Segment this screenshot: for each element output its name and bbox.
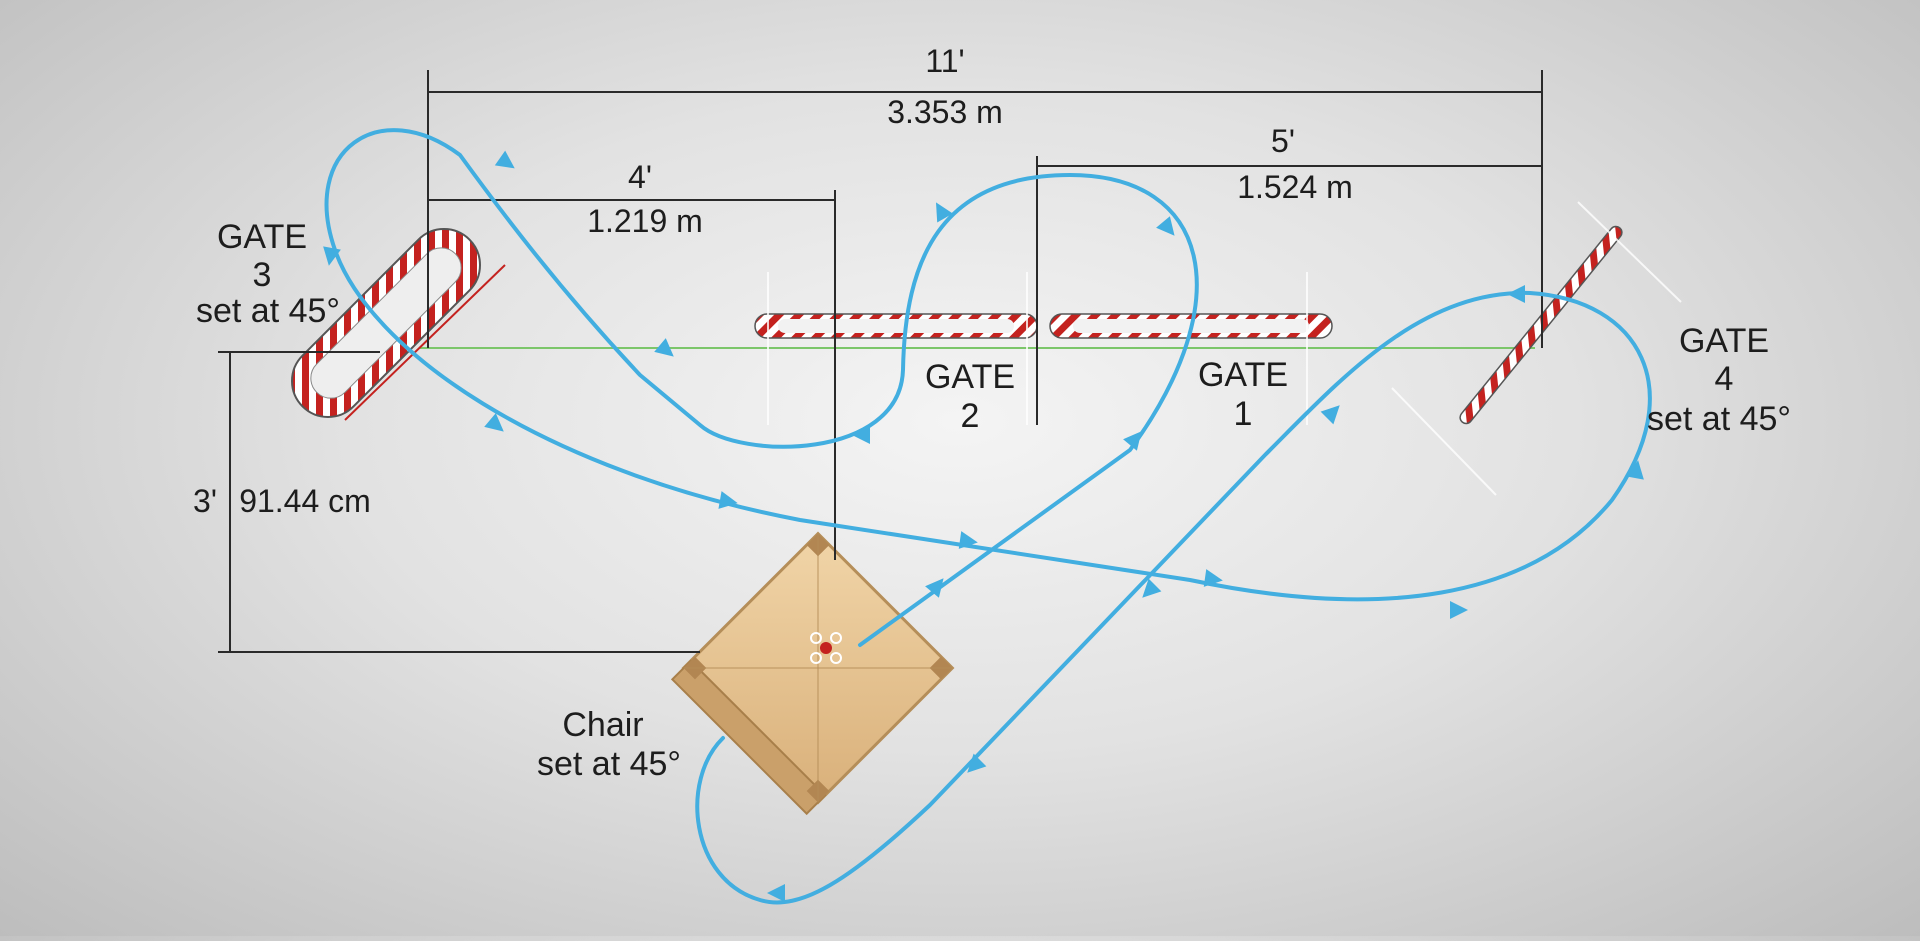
path-arrows [323, 150, 1644, 902]
chair-label-title: Chair [562, 706, 643, 744]
arrow-marker [323, 246, 341, 266]
arrow-marker [1626, 460, 1644, 480]
dim-4ft-imperial: 4' [628, 159, 652, 195]
gate-3-shadow-line [344, 264, 506, 421]
arrow-marker [852, 426, 870, 444]
dim-5ft-imperial: 5' [1271, 123, 1295, 159]
gate-2-frame [754, 272, 1038, 425]
dim-4ft-metric: 1.219 m [587, 203, 703, 239]
chair [670, 531, 955, 816]
arrow-marker [1123, 431, 1142, 451]
dim-3ft-metric: 91.44 cm [239, 483, 371, 519]
gate-2-label-title: GATE [925, 358, 1015, 396]
gate-1-label-number: 1 [1234, 395, 1253, 433]
gate-4-label-number: 4 [1715, 360, 1734, 398]
arrow-marker [1156, 216, 1175, 236]
gate-4-guide-a [1577, 201, 1682, 303]
arrow-marker [936, 202, 953, 223]
gate-3-label-angle: set at 45° [196, 292, 340, 330]
dim-total-metric: 3.353 m [887, 94, 1003, 130]
arrow-marker [767, 884, 785, 902]
arrow-marker [494, 150, 515, 169]
gate-4-guide-b [1391, 387, 1497, 496]
arrow-marker [1203, 569, 1223, 587]
flight-path [324, 128, 1652, 905]
dimension-lines [218, 70, 1543, 653]
gate-3-label-number: 3 [253, 256, 272, 294]
arrow-marker [1320, 405, 1340, 425]
arrow-marker [958, 531, 978, 549]
dim-total-imperial: 11' [925, 43, 964, 79]
gate-3-label-title: GATE [217, 218, 307, 256]
dim-3ft-imperial: 3' [193, 483, 217, 519]
gate-2-label-number: 2 [961, 397, 980, 435]
chair-label-angle: set at 45° [537, 745, 681, 783]
arrow-marker [1450, 601, 1468, 619]
arrow-marker [718, 491, 738, 509]
gate-1-label-title: GATE [1198, 356, 1288, 394]
arrow-marker [1507, 285, 1525, 303]
drone-icon [810, 632, 842, 664]
arrow-marker [1142, 578, 1162, 598]
arrow-marker [484, 413, 504, 432]
gate-4-label-angle: set at 45° [1647, 400, 1791, 438]
gate-4-label-title: GATE [1679, 322, 1769, 360]
arrow-marker [654, 338, 674, 357]
arrow-marker [925, 578, 944, 598]
dim-5ft-metric: 1.524 m [1237, 169, 1353, 205]
